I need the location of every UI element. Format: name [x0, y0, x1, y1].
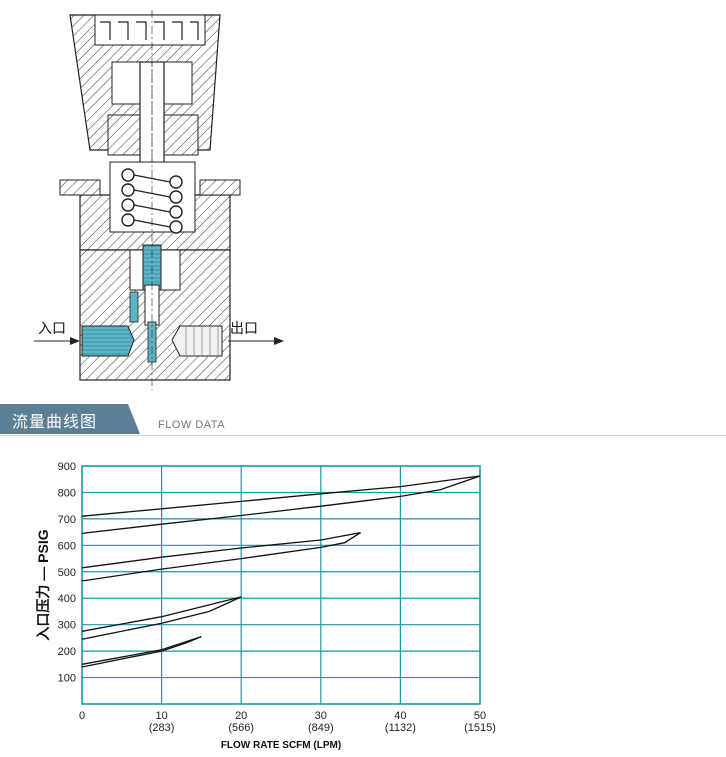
- y-tick-label: 900: [58, 461, 76, 473]
- outlet-arrow: [228, 337, 284, 345]
- inlet-label: 入口: [38, 321, 66, 337]
- series-line: [81, 635, 202, 665]
- flow-data-section-header: 流量曲线图 FLOW DATA: [0, 404, 726, 438]
- x-tick-label: 10: [155, 710, 167, 722]
- x-tick-label: 20: [235, 710, 247, 722]
- x-tick-label: 30: [315, 710, 327, 722]
- x-tick-label: 0: [79, 710, 85, 722]
- series-line: [81, 635, 202, 668]
- section-tab: [0, 404, 140, 434]
- bonnet-body: [59, 161, 241, 251]
- x-tick-label: 40: [394, 710, 406, 722]
- x-tick-sublabel: (566): [228, 722, 254, 734]
- y-tick-label: 800: [58, 487, 76, 499]
- series-line: [81, 531, 361, 569]
- section-title-en: FLOW DATA: [158, 419, 226, 431]
- y-tick-label: 500: [58, 567, 76, 579]
- x-tick-sublabel: (1132): [385, 722, 416, 734]
- x-tick-label: 50: [474, 710, 486, 722]
- series-line: [81, 532, 361, 582]
- x-tick-sublabel: (849): [308, 722, 334, 734]
- inlet-port: [81, 325, 135, 357]
- outlet-label: 出口: [230, 321, 258, 337]
- valve-body: [79, 244, 231, 381]
- x-tick-sublabel: (283): [149, 722, 175, 734]
- y-tick-label: 100: [58, 673, 76, 685]
- series-line: [81, 596, 242, 640]
- regulator-cross-section-diagram: [34, 10, 284, 390]
- y-axis-label: 入口压力 — PSIG: [35, 529, 51, 640]
- inlet-arrow: [34, 337, 80, 345]
- y-tick-label: 400: [58, 593, 76, 605]
- outlet-port: [171, 325, 223, 357]
- section-divider: [0, 435, 726, 436]
- y-tick-label: 200: [58, 646, 76, 658]
- section-title-cn: 流量曲线图: [12, 412, 98, 431]
- series-line: [81, 475, 481, 517]
- series-line: [81, 596, 242, 632]
- x-tick-sublabel: (1515): [464, 722, 496, 734]
- y-tick-label: 700: [58, 514, 76, 526]
- y-tick-label: 300: [58, 620, 76, 632]
- x-axis-label: FLOW RATE SCFM (LPM): [221, 740, 341, 751]
- spring-coils: [121, 168, 183, 234]
- series-line: [81, 475, 481, 535]
- y-tick-label: 600: [58, 540, 76, 552]
- plot-frame: [81, 465, 481, 705]
- flow-data-chart: 100 200 300 400 500 600 700 800 900 0 10(283) 20(56…: [35, 461, 496, 751]
